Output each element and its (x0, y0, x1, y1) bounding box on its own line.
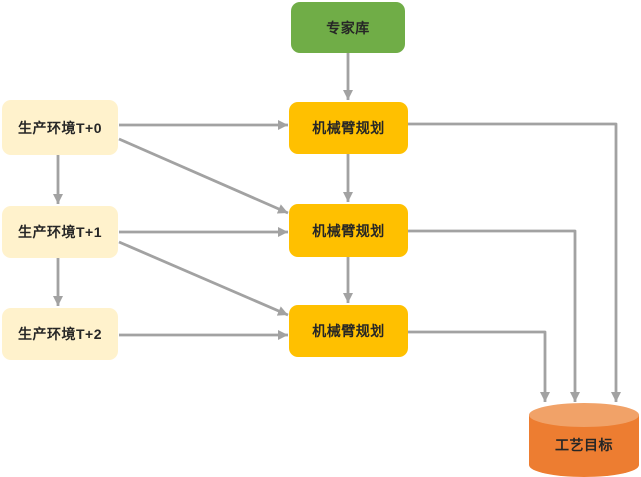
node-target-label-text: 工艺目标 (555, 437, 613, 453)
node-arm-planning-1: 机械臂规划 (289, 102, 408, 154)
edge-plan3-target (408, 330, 551, 402)
node-arm-planning-2-label: 机械臂规划 (312, 222, 385, 239)
edge-plan1-target (408, 122, 622, 402)
edge-prod0-plan2 (118, 137, 289, 215)
node-arm-planning-3: 机械臂规划 (289, 305, 408, 357)
node-target-shape (529, 403, 639, 477)
node-production-env-t0: 生产环境T+0 (2, 100, 118, 155)
cylinder-body (529, 415, 639, 477)
edge-prod1-plan3 (118, 240, 289, 317)
node-arm-planning-1-label: 机械臂规划 (312, 120, 385, 136)
node-production-env-t1-label: 生产环境T+1 (17, 224, 102, 240)
node-arm-planning-2: 机械臂规划 (289, 204, 408, 257)
node-production-env-t2-label: 生产环境T+2 (17, 326, 102, 342)
cylinder-top (529, 403, 639, 427)
node-production-env-t1: 生产环境T+1 (2, 206, 118, 258)
node-target-label: 工艺目标 (529, 431, 639, 459)
node-expert: 专家库 (291, 2, 405, 53)
edge-plan2-target (408, 229, 581, 402)
node-production-env-t0-label: 生产环境T+0 (17, 119, 102, 136)
node-expert-label: 专家库 (326, 19, 370, 36)
node-production-env-t2: 生产环境T+2 (2, 308, 118, 360)
node-arm-planning-3-label: 机械臂规划 (312, 323, 385, 339)
